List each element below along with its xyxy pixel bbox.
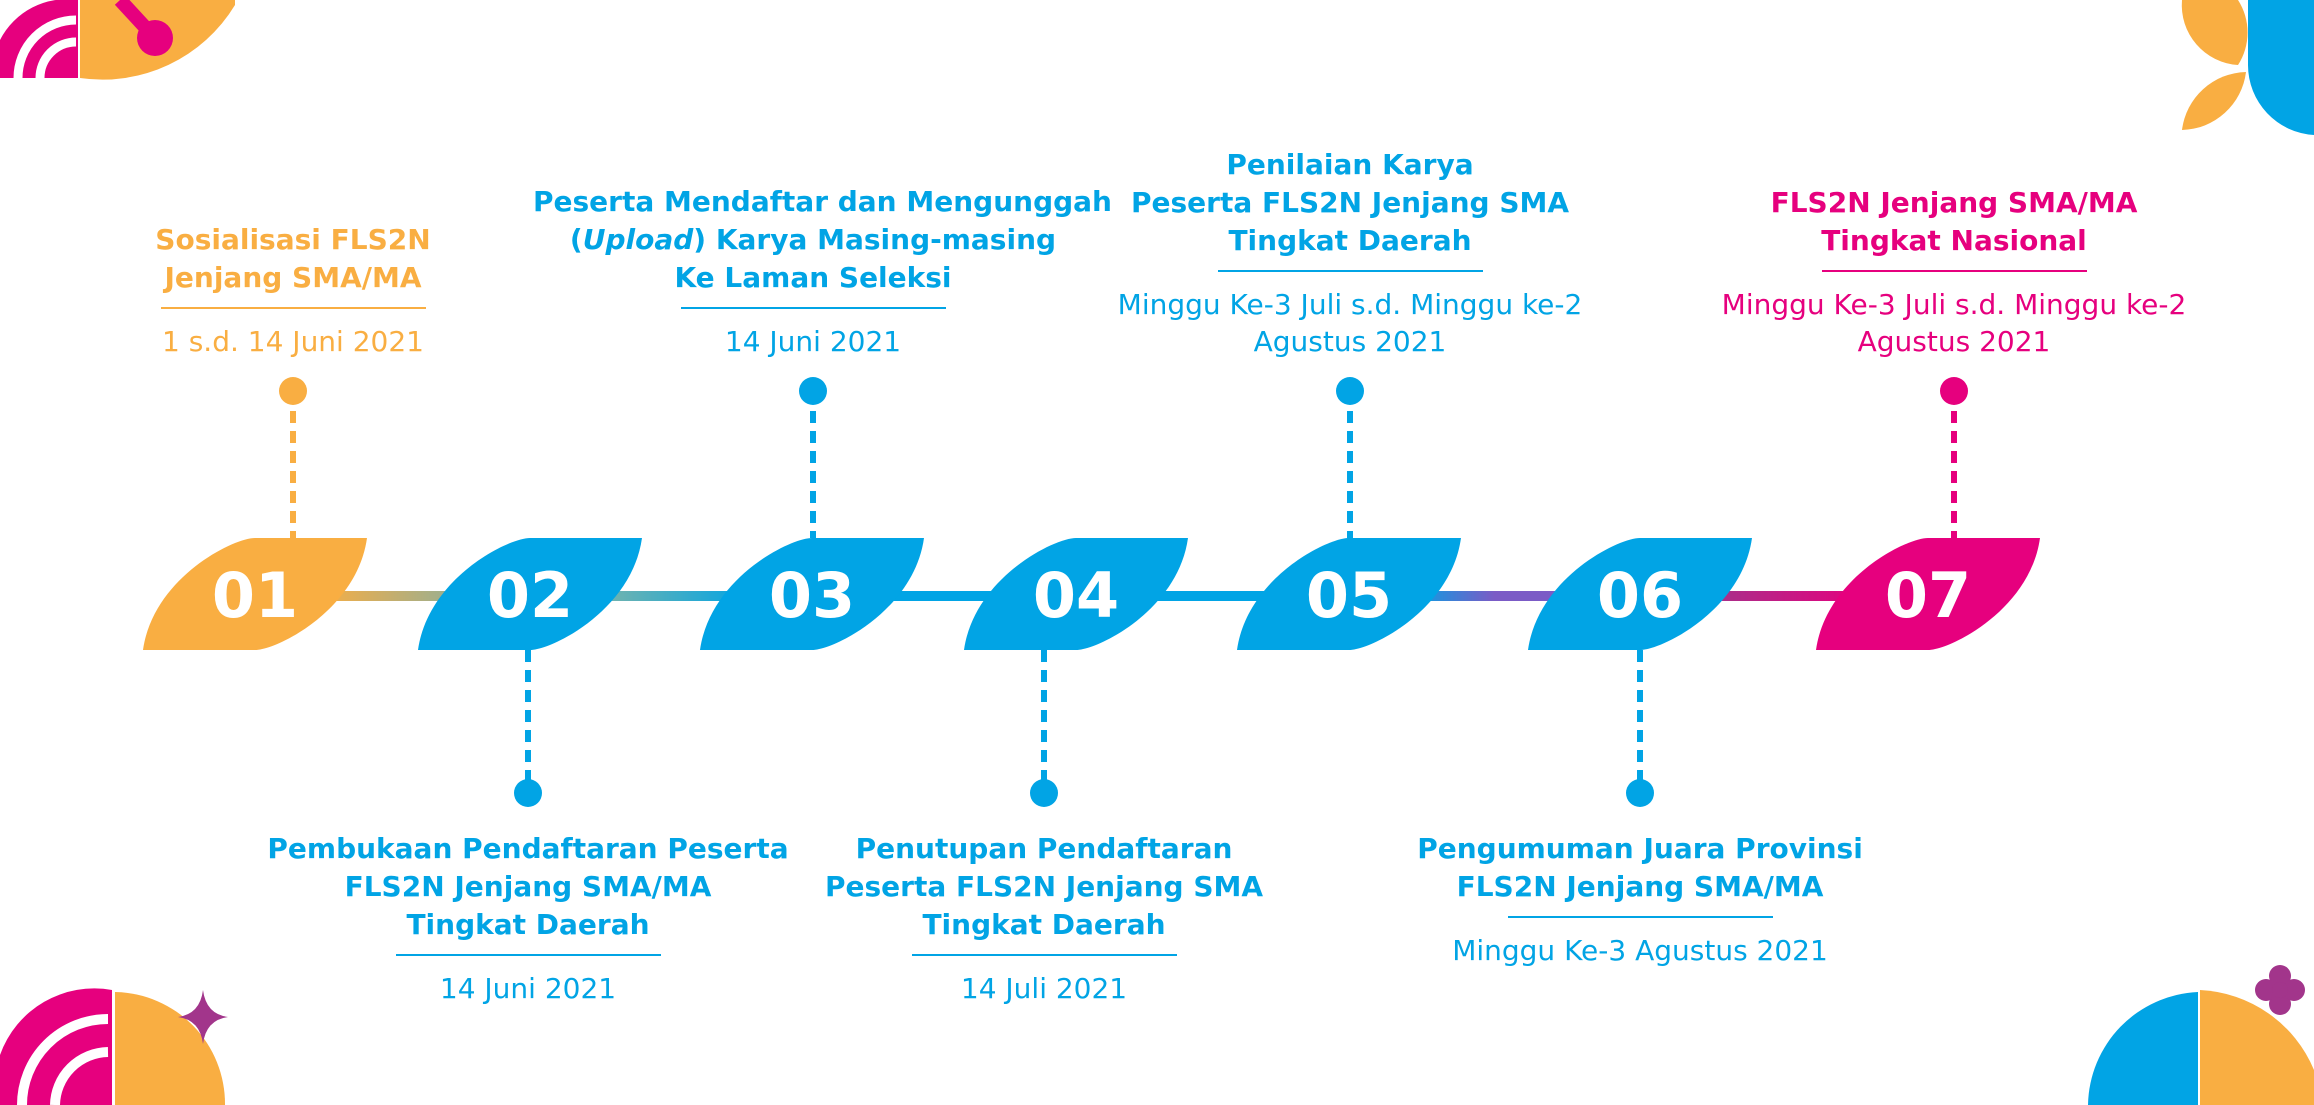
step-title-line: Peserta Mendaftar dan Mengunggah xyxy=(533,185,1112,218)
timeline-connector xyxy=(1700,591,1868,601)
step-date-line: 14 Juni 2021 xyxy=(439,972,617,1005)
sparkle-icon xyxy=(178,990,228,1044)
step-date: 14 Juli 2021 xyxy=(764,970,1324,1007)
step-number: 01 xyxy=(212,559,298,632)
corner-leaf-top-right xyxy=(2181,0,2314,135)
corner-leaf-bottom-right xyxy=(2088,990,2314,1105)
step-divider xyxy=(680,307,946,309)
step-title-line: Tingkat Daerah xyxy=(922,908,1166,941)
step-title-line: Peserta FLS2N Jenjang SMA xyxy=(824,870,1264,903)
step-title-line: Tingkat Daerah xyxy=(1228,224,1472,257)
step-date-line: Agustus 2021 xyxy=(1857,325,2051,358)
step-date-line: Agustus 2021 xyxy=(1253,325,1447,358)
step-number: 07 xyxy=(1885,559,1971,632)
step-date-line: Minggu Ke-3 Agustus 2021 xyxy=(1452,934,1828,967)
step-title-line: (Upload) Karya Masing-masing xyxy=(569,223,1057,256)
step-title-line: Sosialisasi FLS2N xyxy=(155,223,431,256)
stem-dot xyxy=(1030,779,1058,807)
step-leaf-04 xyxy=(964,538,1188,650)
stem-dot xyxy=(799,377,827,405)
step-divider xyxy=(160,307,426,309)
step-leaf-07 xyxy=(1816,538,2040,650)
step-number: 05 xyxy=(1306,559,1392,632)
stem-dot xyxy=(1336,377,1364,405)
timeline-connector xyxy=(590,591,752,601)
step-divider xyxy=(1821,270,2087,272)
step-label-01: Sosialisasi FLS2N Jenjang SMA/MA 1 s.d. 14… xyxy=(13,221,573,360)
step-date-line: 14 Juni 2021 xyxy=(724,325,902,358)
step-title: FLS2N Jenjang SMA/MA Tingkat Nasional xyxy=(1674,184,2234,260)
stem-dot xyxy=(1940,377,1968,405)
corner-leaf-top-left xyxy=(0,0,235,80)
step-title-line: Pengumuman Juara Provinsi xyxy=(1417,832,1863,865)
step-date-line: Minggu Ke-3 Juli s.d. Minggu ke-2 xyxy=(1721,288,2187,321)
step-date-line: 1 s.d. 14 Juni 2021 xyxy=(162,325,424,358)
step-divider xyxy=(1507,916,1773,918)
step-leaf-01 xyxy=(143,538,367,650)
step-divider xyxy=(911,954,1177,956)
step-title-line: Penilaian Karya xyxy=(1226,148,1474,181)
timeline-connector xyxy=(315,591,470,601)
step-date: Minggu Ke-3 Agustus 2021 xyxy=(1360,932,1920,969)
step-date: 1 s.d. 14 Juni 2021 xyxy=(13,323,573,360)
step-title-line: FLS2N Jenjang SMA/MA xyxy=(1456,870,1824,903)
step-date-line: Minggu Ke-3 Juli s.d. Minggu ke-2 xyxy=(1117,288,1583,321)
timeline-connector xyxy=(1409,591,1580,601)
step-title-line: FLS2N Jenjang SMA/MA xyxy=(1770,186,2138,219)
step-title-line: FLS2N Jenjang SMA/MA xyxy=(344,870,712,903)
cross-flower-icon xyxy=(2255,965,2305,1015)
step-number: 06 xyxy=(1597,559,1683,632)
step-leaf-02 xyxy=(418,538,642,650)
step-title-line: Tingkat Nasional xyxy=(1821,224,2087,257)
timeline-connector xyxy=(1136,591,1289,601)
stem-dot xyxy=(1626,779,1654,807)
step-date-line: 14 Juli 2021 xyxy=(960,972,1128,1005)
step-label-03: Peserta Mendaftar dan Mengunggah (Upload)… xyxy=(533,183,1112,360)
step-leaf-05 xyxy=(1237,538,1461,650)
step-number: 04 xyxy=(1033,559,1119,632)
step-number: 03 xyxy=(769,559,855,632)
step-title: Peserta Mendaftar dan Mengunggah (Upload)… xyxy=(533,183,1112,297)
step-title-line: Tingkat Daerah xyxy=(406,908,650,941)
step-title-line: Ke Laman Seleksi xyxy=(674,261,952,294)
step-title-line: Peserta FLS2N Jenjang SMA xyxy=(1130,186,1570,219)
step-title: Sosialisasi FLS2N Jenjang SMA/MA xyxy=(13,221,573,297)
step-leaf-06 xyxy=(1528,538,1752,650)
step-title-line: Jenjang SMA/MA xyxy=(164,261,422,294)
step-leaf-03 xyxy=(700,538,924,650)
step-title-line: Penutupan Pendaftaran xyxy=(855,832,1233,865)
step-date: 14 Juni 2021 xyxy=(248,970,808,1007)
corner-leaf-bottom-left xyxy=(0,988,226,1105)
step-title-line: Pembukaan Pendaftaran Peserta xyxy=(267,832,789,865)
timeline-connector xyxy=(872,591,1016,601)
stem-dot xyxy=(279,377,307,405)
step-number: 02 xyxy=(487,559,573,632)
step-date: 14 Juni 2021 xyxy=(533,323,1093,360)
step-divider xyxy=(395,954,661,956)
stem-dot xyxy=(514,779,542,807)
step-divider xyxy=(1217,270,1483,272)
